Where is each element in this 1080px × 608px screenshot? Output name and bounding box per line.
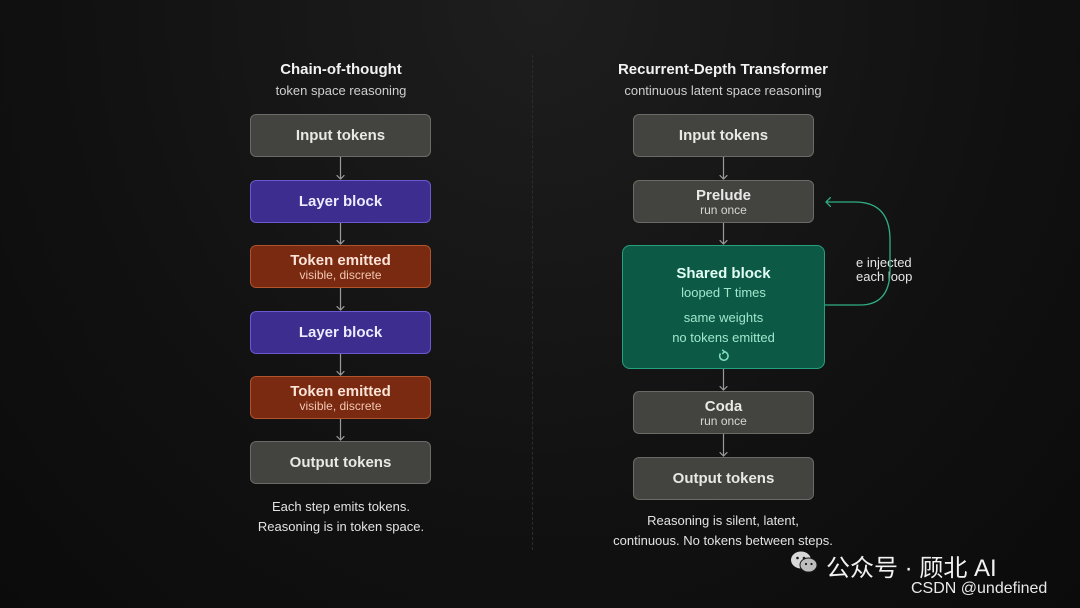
right-footer: Reasoning is silent, latent, continuous.…	[593, 511, 853, 551]
layer-block-label: Layer block	[298, 324, 383, 341]
loop-label: e injected each loop	[856, 256, 912, 284]
left-footer-line-2: Reasoning is in token space.	[257, 519, 425, 534]
shared-block-looped: looped T times	[681, 285, 766, 300]
csdn-watermark: CSDN @undefined	[911, 580, 1048, 597]
wechat-text: 公众号 · 顾北 AI	[826, 555, 997, 582]
left-title: Chain-of-thought	[280, 61, 402, 78]
token-emitted-label: Token emitted	[290, 251, 391, 269]
loop-label-line-2: each loop	[856, 269, 913, 284]
right-footer-line-2: continuous. No tokens between steps.	[613, 533, 833, 548]
coda-box: Coda run once	[633, 391, 814, 434]
wechat-watermark: 公众号 · 顾北 AI	[790, 548, 997, 583]
rdt-input-tokens-box: Input tokens	[633, 114, 814, 157]
loop-icon	[717, 349, 731, 368]
left-footer-line-1: Each step emits tokens.	[271, 499, 410, 514]
shared-block-weights: same weights	[683, 310, 764, 325]
rdt-input-label: Input tokens	[678, 127, 769, 144]
prelude-label: Prelude	[695, 186, 752, 204]
right-footer-line-1: Reasoning is silent, latent,	[647, 513, 799, 528]
cot-input-label: Input tokens	[295, 127, 386, 144]
cot-token-emitted-1: Token emitted visible, discrete	[250, 245, 431, 288]
right-title: Recurrent-Depth Transformer	[617, 61, 829, 78]
cot-layer-block-2: Layer block	[250, 311, 431, 354]
left-subtitle: token space reasoning	[275, 83, 407, 98]
token-emitted-label: Token emitted	[290, 382, 391, 400]
shared-block-no-tokens: no tokens emitted	[672, 330, 775, 345]
coda-sub: run once	[700, 413, 747, 428]
left-footer: Each step emits tokens. Reasoning is in …	[231, 497, 451, 537]
prelude-sub: run once	[700, 202, 747, 217]
coda-label: Coda	[704, 397, 743, 415]
cot-output-tokens-box: Output tokens	[250, 441, 431, 484]
rdt-output-tokens-box: Output tokens	[633, 457, 814, 500]
cot-input-tokens-box: Input tokens	[250, 114, 431, 157]
layer-block-label: Layer block	[298, 193, 383, 210]
cot-token-emitted-2: Token emitted visible, discrete	[250, 376, 431, 419]
prelude-box: Prelude run once	[633, 180, 814, 223]
shared-block-label: Shared block	[676, 265, 771, 282]
loop-back-arrow	[825, 202, 891, 306]
loop-label-line-1: e injected	[856, 255, 912, 270]
token-emitted-sub: visible, discrete	[299, 267, 382, 282]
shared-block-box: Shared block looped T times same weights…	[622, 245, 825, 369]
right-subtitle: continuous latent space reasoning	[624, 83, 822, 98]
token-emitted-sub: visible, discrete	[299, 398, 382, 413]
cot-layer-block-1: Layer block	[250, 180, 431, 223]
wechat-icon	[790, 550, 818, 581]
column-divider	[532, 55, 533, 550]
cot-output-label: Output tokens	[289, 454, 392, 471]
rdt-output-label: Output tokens	[672, 470, 775, 487]
